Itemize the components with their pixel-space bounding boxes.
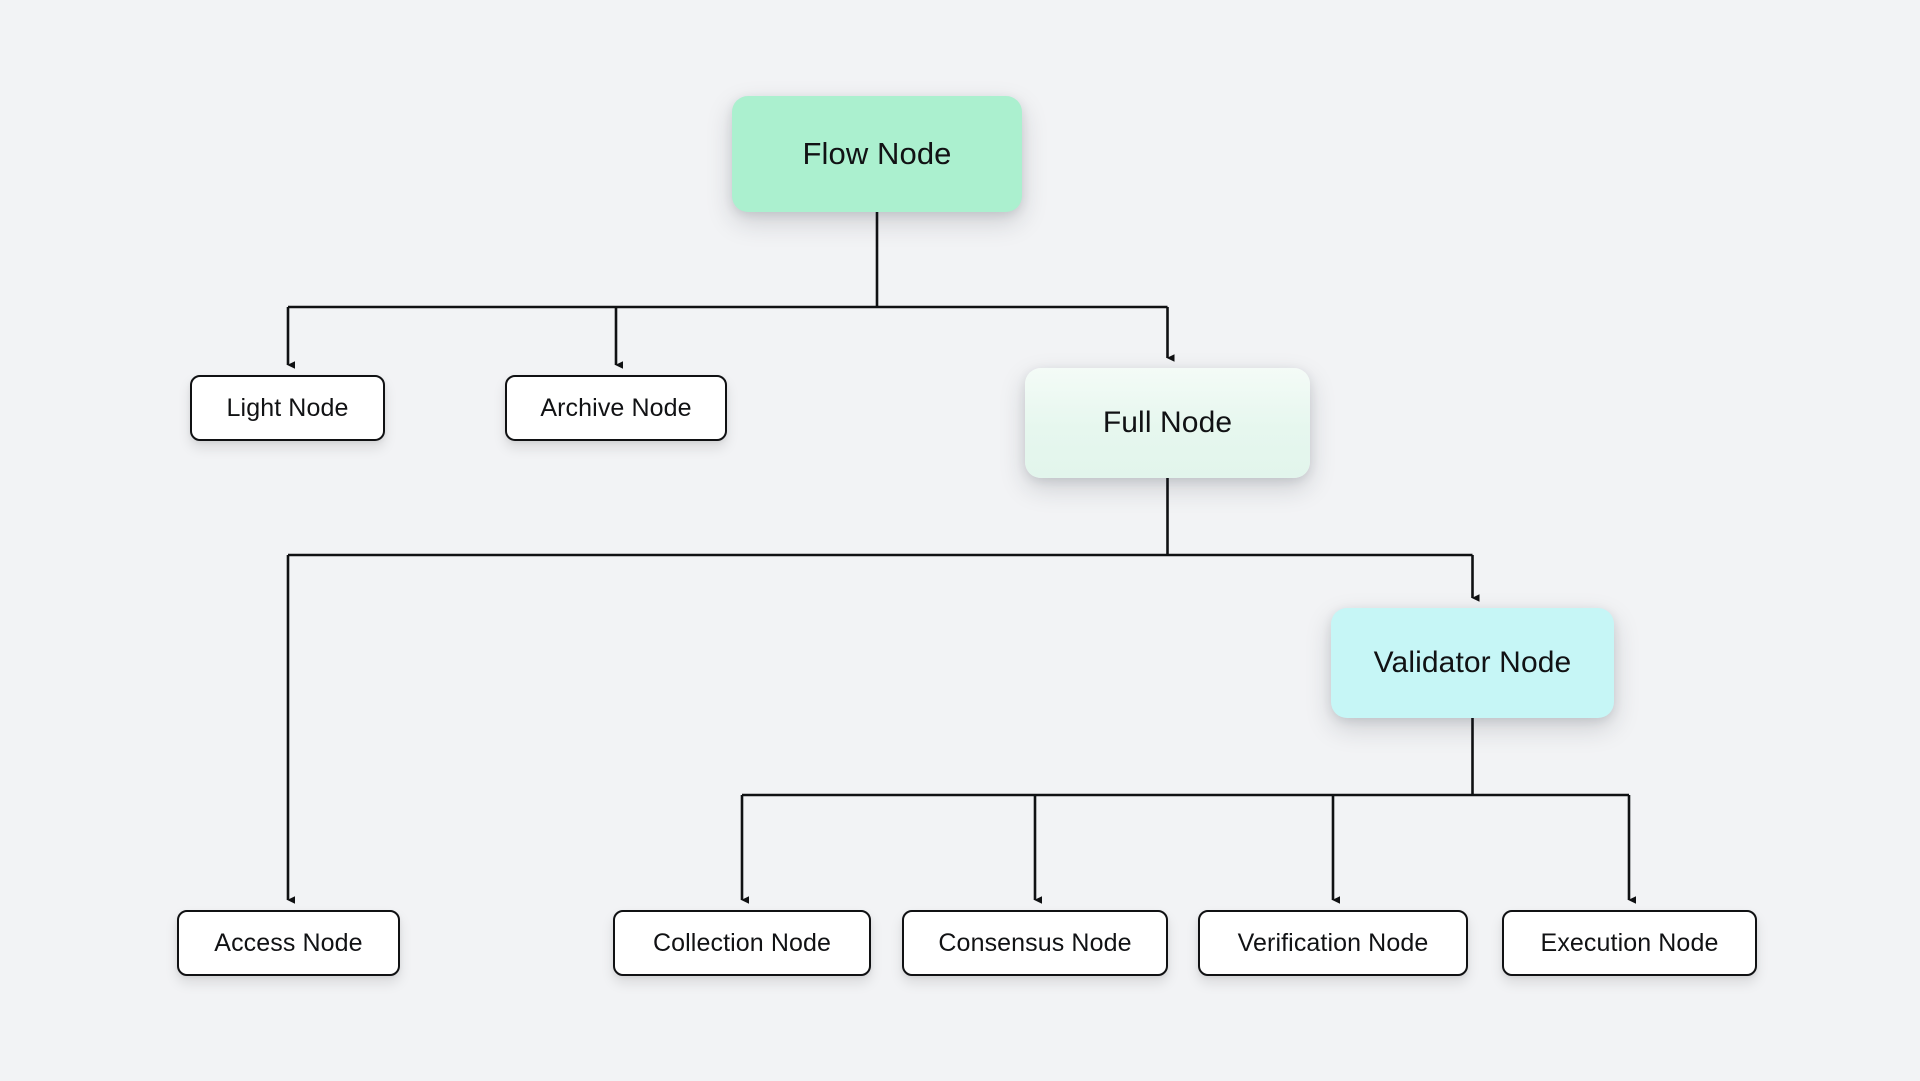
node-verification-node[interactable]: Verification Node: [1198, 910, 1468, 976]
node-label: Validator Node: [1373, 646, 1572, 679]
node-archive-node[interactable]: Archive Node: [505, 375, 727, 441]
node-label: Full Node: [1102, 406, 1233, 439]
node-label: Collection Node: [653, 928, 831, 957]
node-label: Light Node: [226, 393, 349, 422]
node-label: Verification Node: [1237, 928, 1429, 957]
node-light-node[interactable]: Light Node: [190, 375, 385, 441]
node-flow-node[interactable]: Flow Node: [732, 96, 1022, 212]
node-label: Consensus Node: [938, 928, 1132, 957]
node-label: Execution Node: [1540, 928, 1719, 957]
node-full-node[interactable]: Full Node: [1025, 368, 1310, 478]
node-access-node[interactable]: Access Node: [177, 910, 400, 976]
node-label: Access Node: [214, 928, 363, 957]
node-label: Archive Node: [540, 393, 692, 422]
node-execution-node[interactable]: Execution Node: [1502, 910, 1757, 976]
node-consensus-node[interactable]: Consensus Node: [902, 910, 1168, 976]
node-label: Flow Node: [802, 136, 952, 171]
node-collection-node[interactable]: Collection Node: [613, 910, 871, 976]
node-validator-node[interactable]: Validator Node: [1331, 608, 1614, 718]
